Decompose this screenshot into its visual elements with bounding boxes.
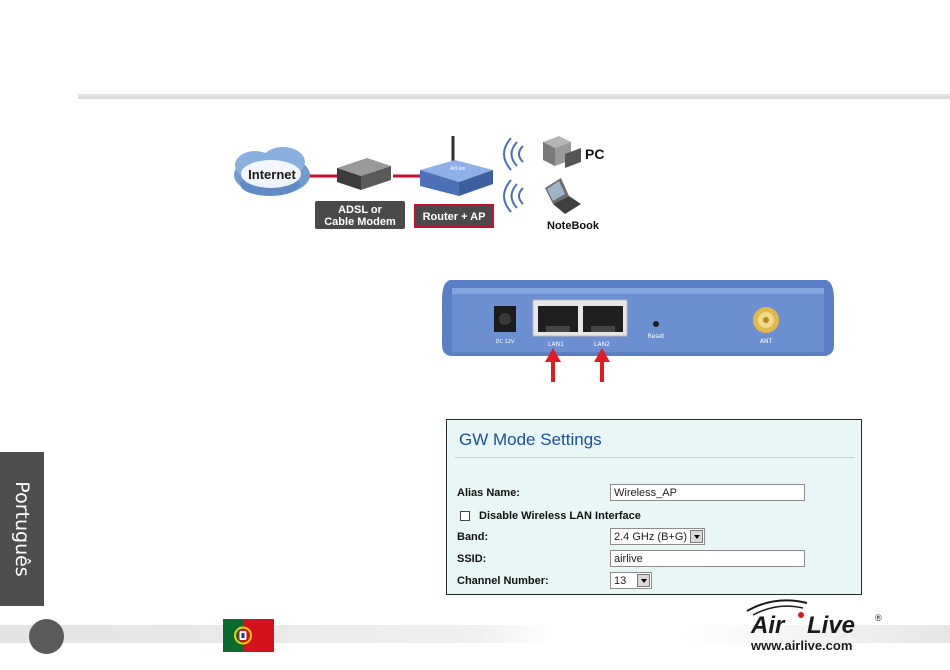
channel-label: Channel Number: bbox=[457, 575, 549, 587]
notebook-icon bbox=[545, 178, 581, 214]
ant-label: ANT bbox=[760, 338, 773, 345]
band-value: 2.4 GHz (B+G) bbox=[614, 531, 687, 543]
modem-label-line1: ADSL or bbox=[338, 204, 383, 216]
gw-settings-divider bbox=[455, 457, 855, 458]
reset-button-icon bbox=[653, 321, 659, 327]
modem-icon bbox=[337, 158, 391, 190]
band-row: Band: bbox=[457, 528, 488, 546]
network-diagram: Internet ADSL or Cable Modem AirLive Rou… bbox=[225, 128, 625, 238]
disable-wlan-checkbox[interactable] bbox=[460, 511, 470, 521]
router-label: Router + AP bbox=[423, 211, 486, 223]
internet-label: Internet bbox=[248, 167, 296, 182]
channel-value: 13 bbox=[614, 575, 626, 587]
wifi-signal-icon-2 bbox=[504, 180, 523, 212]
logo-registered: ® bbox=[875, 613, 882, 623]
router-rear-panel: DC 12V LAN1 LAN2 Reset ANT bbox=[438, 270, 838, 385]
language-label: Português bbox=[11, 481, 33, 576]
power-label: DC 12V bbox=[496, 339, 515, 345]
gw-settings-title: GW Mode Settings bbox=[459, 430, 602, 450]
antenna-connector-icon bbox=[753, 307, 779, 333]
lan2-label: LAN2 bbox=[594, 341, 610, 348]
portugal-flag-icon bbox=[223, 619, 274, 652]
website-url[interactable]: www.airlive.com bbox=[751, 638, 852, 653]
alias-label: Alias Name: bbox=[457, 487, 520, 499]
router-icon: AirLive bbox=[420, 136, 493, 196]
reset-label: Reset bbox=[648, 333, 665, 340]
alias-name-input[interactable]: Wireless_AP bbox=[610, 484, 805, 501]
logo-live: Live bbox=[807, 612, 855, 637]
ssid-input[interactable]: airlive bbox=[610, 550, 805, 567]
ssid-label: SSID: bbox=[457, 553, 486, 565]
notebook-label: NoteBook bbox=[547, 220, 600, 232]
band-select[interactable]: 2.4 GHz (B+G) bbox=[610, 528, 705, 545]
modem-label-line2: Cable Modem bbox=[324, 216, 396, 228]
disable-wlan-row: Disable Wireless LAN Interface bbox=[457, 507, 641, 525]
ssid-row: SSID: bbox=[457, 550, 486, 568]
top-divider bbox=[78, 94, 950, 99]
band-label: Band: bbox=[457, 531, 488, 543]
lan1-port-icon bbox=[538, 306, 578, 332]
lan1-label: LAN1 bbox=[548, 341, 564, 348]
router-brand: AirLive bbox=[450, 166, 466, 172]
power-jack-icon bbox=[494, 306, 516, 332]
lan2-port-icon bbox=[583, 306, 623, 332]
chevron-down-icon[interactable] bbox=[690, 530, 703, 543]
alias-row: Alias Name: bbox=[457, 484, 520, 502]
chevron-down-icon-2[interactable] bbox=[637, 574, 650, 587]
page-number-dot bbox=[29, 619, 64, 654]
channel-select[interactable]: 13 bbox=[610, 572, 652, 589]
channel-row: Channel Number: bbox=[457, 572, 549, 590]
pc-label: PC bbox=[585, 146, 604, 162]
wifi-signal-icon bbox=[504, 138, 523, 170]
gw-mode-settings-panel: GW Mode Settings Alias Name: Wireless_AP… bbox=[446, 419, 862, 595]
logo-red-dot bbox=[798, 612, 804, 618]
airlive-logo: Air Live ® bbox=[735, 597, 890, 637]
logo-air: Air bbox=[750, 612, 786, 637]
pc-icon bbox=[543, 136, 581, 168]
disable-wlan-label: Disable Wireless LAN Interface bbox=[479, 510, 641, 522]
